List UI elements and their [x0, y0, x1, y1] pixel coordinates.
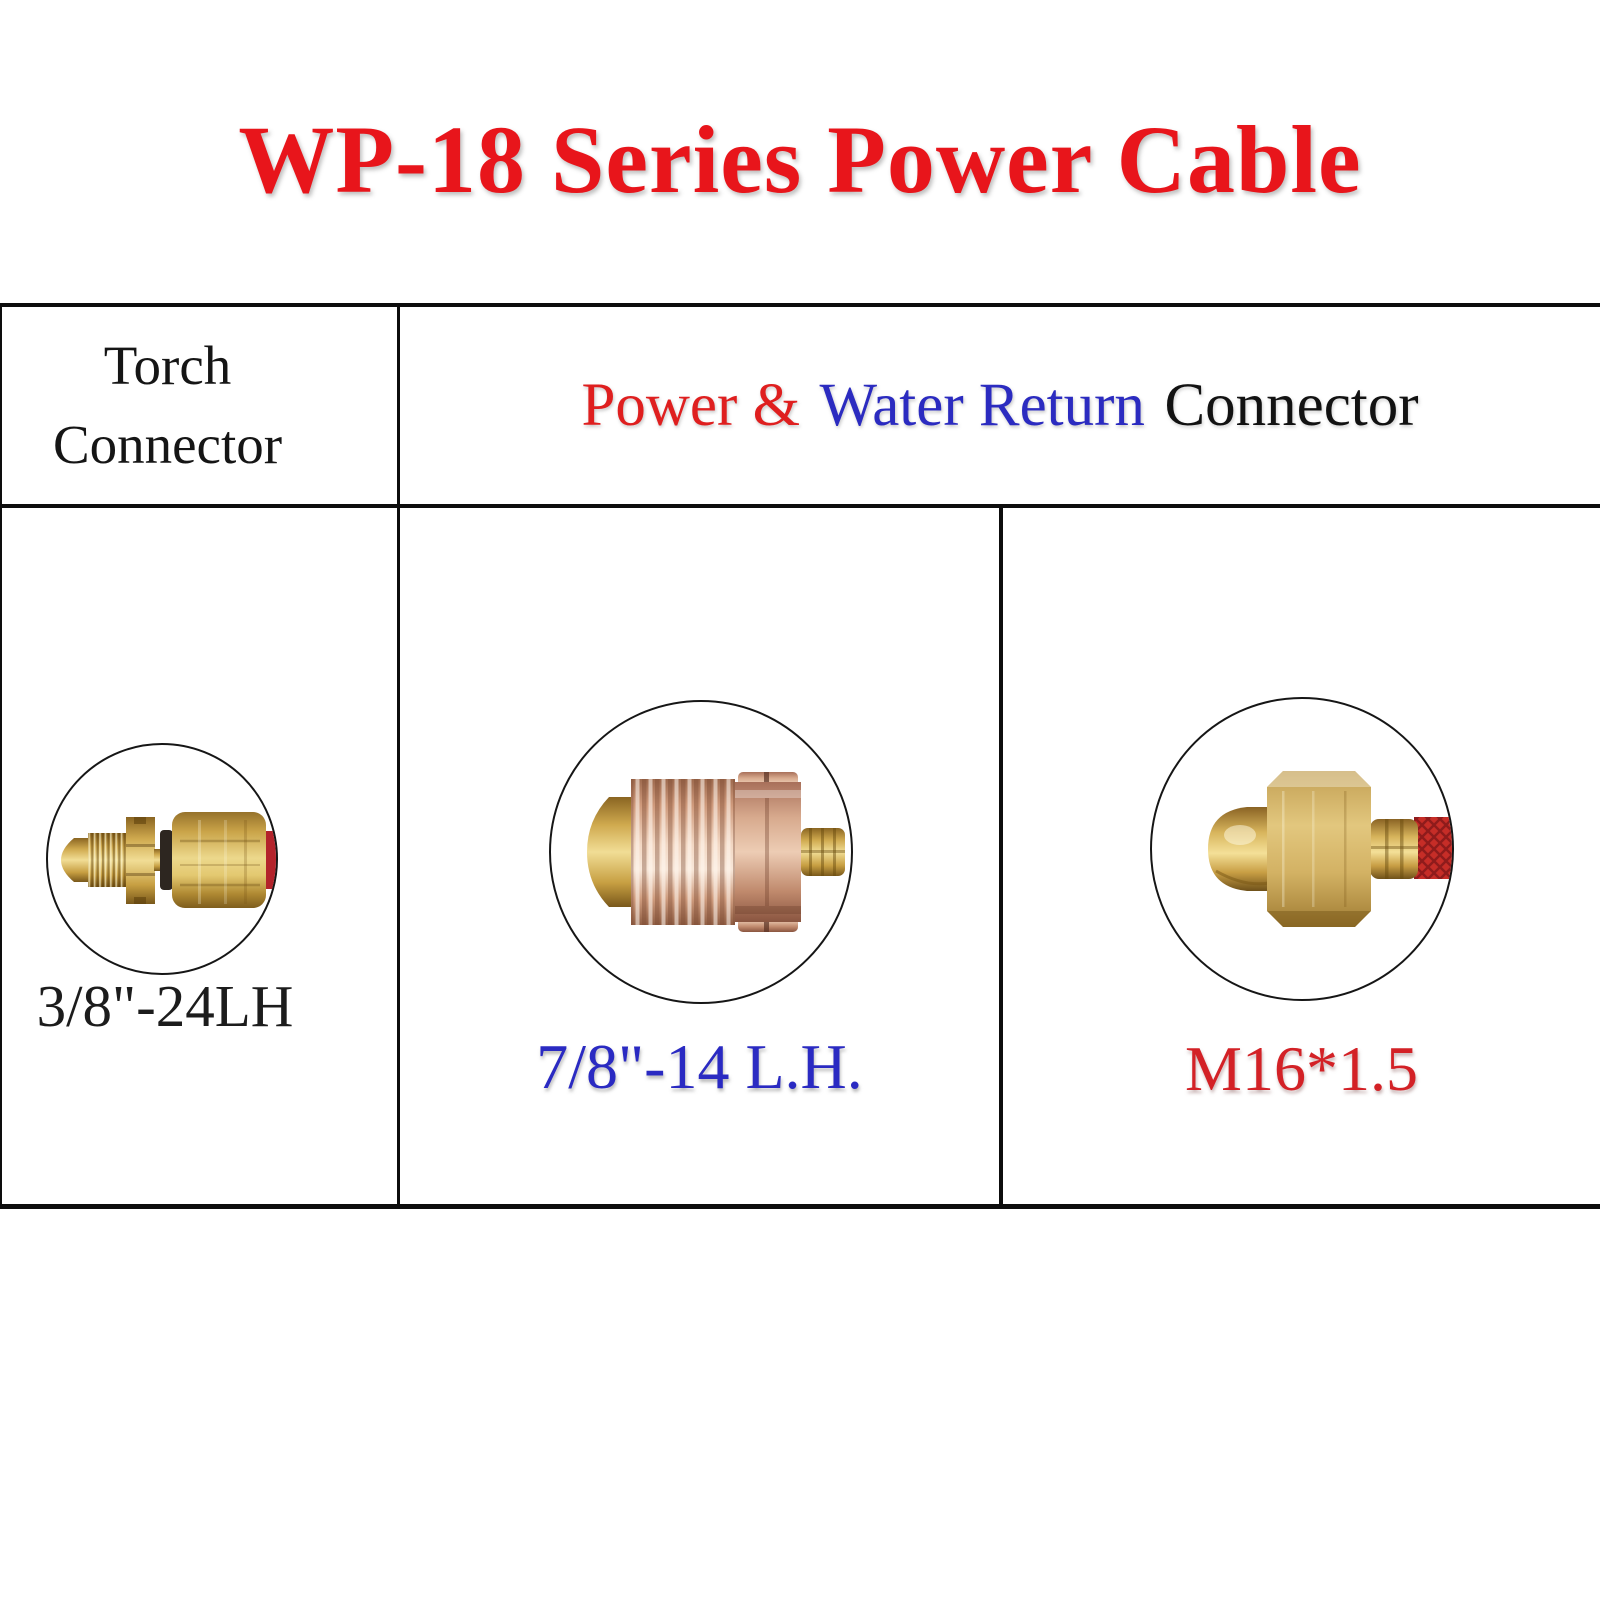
- table-border-bottom: [0, 1204, 1600, 1209]
- torch-header-line2: Connector: [52, 413, 283, 475]
- torch-header-line1: Torch: [103, 335, 232, 397]
- power-thread-size-label: 7/8"-14 L.H.: [536, 1031, 863, 1102]
- table-divider-column-2: [999, 504, 1003, 1209]
- table-border-left: [0, 303, 2, 1209]
- water-return-connector-photo: [1150, 697, 1454, 1001]
- torch-connector-illustration: [61, 812, 276, 908]
- water-return-connector-illustration: [1208, 771, 1452, 927]
- torch-connector-photo: [46, 743, 278, 975]
- torch-thread-size-label: 3/8"-24LH: [36, 973, 294, 1039]
- water-return-thread-size-label: M16*1.5: [1185, 1033, 1418, 1104]
- power-connector-cell: 7/8"-14 L.H.: [400, 507, 999, 1204]
- header-power-segment: Power &: [581, 372, 801, 439]
- water-return-connector-cell: M16*1.5: [1003, 507, 1600, 1204]
- table-border-top: [0, 303, 1600, 307]
- header-water-return-segment: Water Return: [819, 372, 1145, 439]
- page-title: WP-18 Series Power Cable: [238, 106, 1362, 213]
- power-connector-photo: [549, 700, 853, 1004]
- header-connector-segment: Connector: [1164, 372, 1419, 439]
- power-connector-illustration: [587, 772, 845, 932]
- table-border-header-bottom: [0, 504, 1600, 508]
- torch-connector-header: Torch Connector: [0, 307, 397, 504]
- power-water-return-header: Power & Water Return Connector: [400, 307, 1600, 504]
- torch-connector-cell: 3/8"-24LH: [0, 507, 397, 1204]
- table-divider-column-1: [397, 303, 400, 1209]
